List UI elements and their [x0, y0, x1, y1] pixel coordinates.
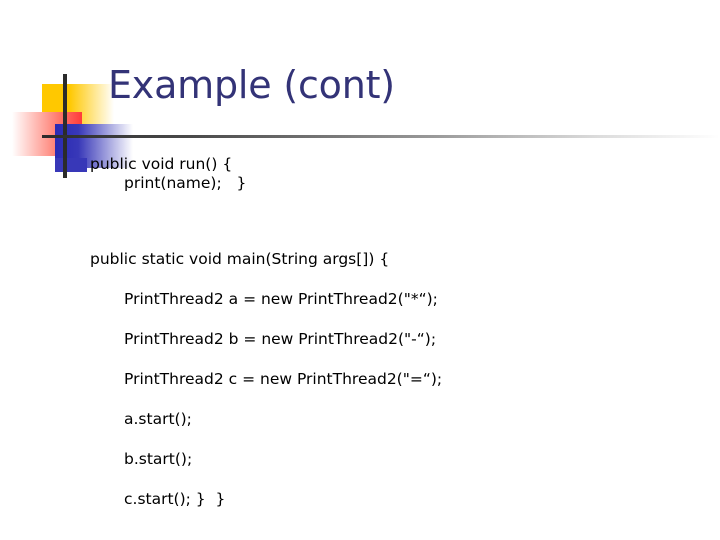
spacer	[0, 429, 720, 450]
spacer	[0, 469, 720, 490]
decorative-logo	[0, 46, 133, 178]
code-line: PrintThread2 c = new PrintThread2("=“);	[124, 370, 443, 388]
slide-body: public void run() { print(name); } publi…	[0, 155, 720, 509]
spacer	[0, 309, 720, 330]
code-line: public static void main(String args[]) {	[90, 250, 390, 268]
code-line: a.start();	[124, 410, 192, 428]
page-title: Example (cont)	[108, 63, 395, 107]
spacer	[0, 349, 720, 370]
spacer	[0, 389, 720, 410]
logo-vertical-rule	[63, 74, 67, 178]
spacer	[0, 193, 720, 231]
title-divider-rule	[42, 135, 720, 138]
spacer	[0, 231, 720, 250]
spacer	[0, 269, 720, 290]
code-line: PrintThread2 a = new PrintThread2("*“);	[124, 290, 438, 308]
code-line: b.start();	[124, 450, 193, 468]
code-line: print(name); }	[124, 174, 247, 192]
code-line: c.start(); } }	[124, 490, 226, 508]
code-line: PrintThread2 b = new PrintThread2("-“);	[124, 330, 437, 348]
code-line: public void run() {	[90, 155, 233, 173]
